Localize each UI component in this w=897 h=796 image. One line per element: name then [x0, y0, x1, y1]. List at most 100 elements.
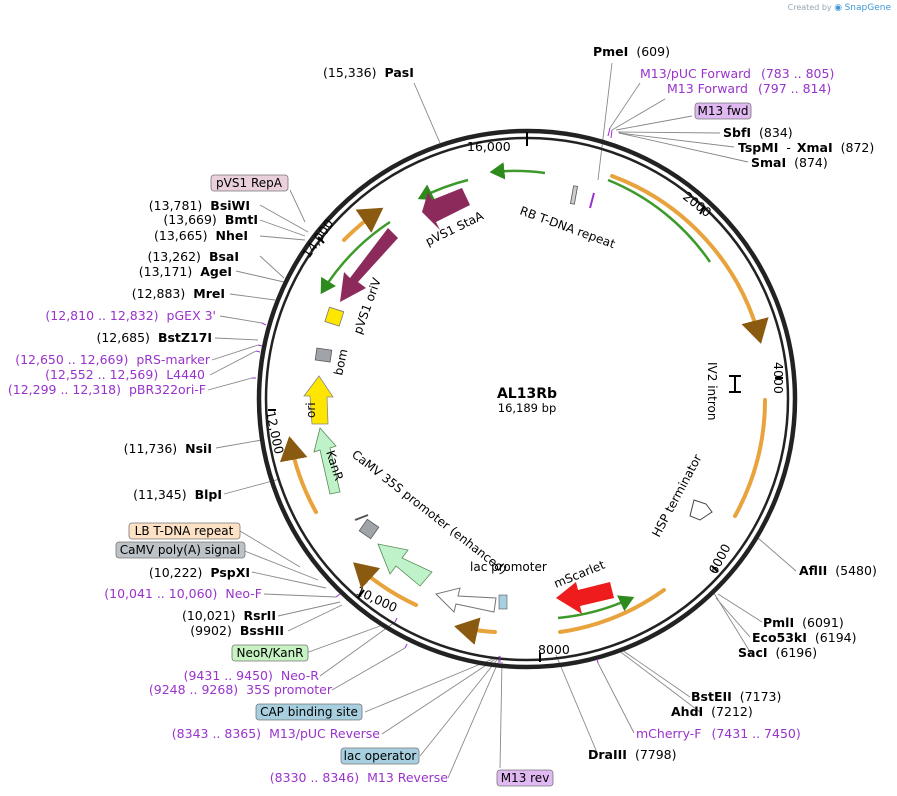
primer-prs-marker-pos: (12,650 .. 12,669) [15, 352, 128, 367]
primer-pgex3-pos: (12,810 .. 12,832) [45, 308, 158, 323]
svg-text:M13 Forward(797 .. 814): M13 Forward(797 .. 814) [667, 81, 831, 96]
enzyme-ahdi-pos: (7212) [711, 704, 753, 719]
enzyme-pasi[interactable]: PasI [385, 65, 414, 80]
enzyme-xmai-pos: (872) [841, 140, 875, 155]
tag-cap-binding-site-box[interactable] [255, 703, 363, 721]
enzyme-tspmi[interactable]: TspMI [738, 140, 778, 155]
enzyme-draiii[interactable]: DraIII [588, 747, 627, 762]
enzyme-smai-pos: (874) [794, 155, 828, 170]
primer-l4440[interactable]: L4440 [166, 367, 205, 382]
pvs1-oriv-arrow [340, 228, 398, 302]
primer-m13-forward[interactable]: M13 Forward [667, 81, 748, 96]
tag-lb-tdna-repeat: LB T-DNA repeat [135, 524, 234, 538]
primer-l4440-pos: (12,552 .. 12,569) [45, 367, 158, 382]
enzyme-smai[interactable]: SmaI [751, 155, 786, 170]
svg-text:(12,552 .. 12,569)L4440: (12,552 .. 12,569) L4440 [45, 367, 205, 382]
primer-m13-reverse[interactable]: M13 Reverse [367, 770, 448, 785]
enzyme-saci-pos: (6196) [776, 645, 818, 660]
svg-text:(11,736)NsiI: (11,736)NsiI [124, 441, 212, 456]
ruler-ticks [268, 132, 783, 662]
tag-pvs1-repa: pVS1 RepA [216, 176, 283, 190]
primer-m13-puc-reverse[interactable]: M13/pUC Reverse [269, 726, 380, 741]
primer-neo-r[interactable]: Neo-R [281, 668, 319, 683]
tag-lb-tdna-repeat-box[interactable] [128, 522, 241, 540]
enzyme-bmti[interactable]: BmtI [225, 212, 258, 227]
enzyme-agei[interactable]: AgeI [200, 264, 232, 279]
feature-iv2-intron: IV2 intron [705, 362, 719, 420]
svg-text:(10,041 .. 10,060)Neo-F: (10,041 .. 10,060)Neo-F [104, 586, 262, 601]
enzyme-pmli[interactable]: PmlI [763, 615, 794, 630]
enzyme-bstz17i[interactable]: BstZ17I [158, 330, 212, 345]
bom-box [314, 347, 333, 363]
tag-cap-binding-site: CAP binding site [260, 705, 358, 719]
tag-m13-rev-box[interactable] [496, 769, 554, 787]
enzyme-aflii[interactable]: AflII [799, 563, 827, 578]
svg-text:AflII(5480): AflII (5480) [799, 563, 877, 578]
svg-text:(12,650 .. 12,669)pRS-marker: (12,650 .. 12,669) pRS-marker [15, 352, 211, 367]
ruler-label-8000: 8000 [538, 642, 570, 657]
tag-neor-kanr-box[interactable] [231, 644, 309, 662]
enzyme-bsshii[interactable]: BssHII [240, 623, 284, 638]
created-by-text: Created by [787, 3, 832, 12]
rb-tdna-repeat-marker [570, 185, 578, 205]
enzyme-aflii-pos: (5480) [835, 563, 877, 578]
primer-prs-marker[interactable]: pRS-marker [136, 352, 211, 367]
primer-m13-puc-reverse-pos: (8343 .. 8365) [172, 726, 261, 741]
enzyme-pspxi[interactable]: PspXI [210, 565, 250, 580]
svg-text:(12,883)MreI: (12,883)MreI [132, 286, 225, 301]
svg-text:(13,669)BmtI: (13,669)BmtI [163, 212, 258, 227]
svg-text:(10,021)RsrII: (10,021)RsrII [182, 608, 276, 623]
primer-m13-puc-forward[interactable]: M13/pUC Forward [640, 66, 751, 81]
enzyme-blpi[interactable]: BlpI [195, 487, 222, 502]
enzyme-eco53ki[interactable]: Eco53kI [752, 630, 807, 645]
enzyme-eco53ki-pos: (6194) [815, 630, 857, 645]
svg-text:(13,262)BsaI: (13,262)BsaI [147, 249, 239, 264]
mscarlet-arrow [556, 582, 614, 614]
enzyme-draiii-pos: (7798) [635, 747, 677, 762]
enzyme-rsrii[interactable]: RsrII [243, 608, 276, 623]
svg-text:SmaI(874): SmaI (874) [751, 155, 828, 170]
tag-pvs1-repa-box[interactable] [210, 174, 289, 192]
feature-lac-promoter: lac promoter [470, 560, 547, 574]
tag-lac-operator-box[interactable] [340, 747, 420, 765]
primer-pbr322ori-f[interactable]: pBR322ori-F [129, 382, 206, 397]
primer-35s-promoter[interactable]: 35S promoter [246, 682, 333, 697]
kanr-arrow [313, 427, 341, 495]
enzyme-pmei[interactable]: PmeI [593, 44, 628, 59]
primer-markers [252, 127, 613, 664]
primer-neo-f[interactable]: Neo-F [225, 586, 262, 601]
svg-text:(9431 .. 9450)Neo-R: (9431 .. 9450) Neo-R [184, 668, 320, 683]
tag-lac-operator: lac operator [344, 749, 417, 763]
feature-hsp-terminator: HSP terminator [649, 452, 704, 539]
enzyme-nhei-pos: (13,665) [154, 228, 208, 243]
plasmid-size: 16,189 bp [498, 401, 557, 415]
enzyme-mrei[interactable]: MreI [193, 286, 225, 301]
enzyme-ahdi[interactable]: AhdI [671, 704, 703, 719]
primer-pgex3[interactable]: pGEX 3' [167, 308, 216, 323]
primer-mcherry-f-pos: (7431 .. 7450) [711, 726, 800, 741]
enzyme-nhei[interactable]: NheI [216, 228, 249, 243]
ori-arrow [303, 375, 334, 425]
enzyme-blpi-pos: (11,345) [133, 487, 187, 502]
svg-text:(12,299 .. 12,318)pBR322ori-F: (12,299 .. 12,318)pBR322ori-F [8, 382, 206, 397]
primer-mcherry-f[interactable]: mCherry-F [636, 726, 701, 741]
enzyme-xmai[interactable]: XmaI [797, 140, 833, 155]
intron-marker [729, 375, 741, 393]
enzyme-agei-pos: (13,171) [139, 264, 193, 279]
svg-text:(15,336)PasI: (15,336)PasI [323, 65, 414, 80]
feature-rb-tdna-repeat: RB T-DNA repeat [518, 204, 617, 252]
enzyme-sbfi[interactable]: SbfI [723, 125, 751, 140]
svg-text:SacI(6196): SacI (6196) [738, 645, 817, 660]
lac-operator-box [498, 594, 508, 610]
enzyme-nsii[interactable]: NsiI [185, 441, 212, 456]
primer-neo-r-pos: (9431 .. 9450) [184, 668, 273, 683]
svg-text:(13,781)BsiWI: (13,781)BsiWI [149, 198, 250, 213]
enzyme-bsiwi[interactable]: BsiWI [210, 198, 250, 213]
enzyme-bsai[interactable]: BsaI [209, 249, 239, 264]
svg-text:DraIII(7798): DraIII (7798) [588, 747, 677, 762]
enzyme-saci[interactable]: SacI [738, 645, 768, 660]
tag-camv-polya-box[interactable] [115, 541, 246, 559]
tag-m13-fwd-box[interactable] [694, 102, 752, 120]
enzyme-bsteii[interactable]: BstEII [691, 689, 732, 704]
